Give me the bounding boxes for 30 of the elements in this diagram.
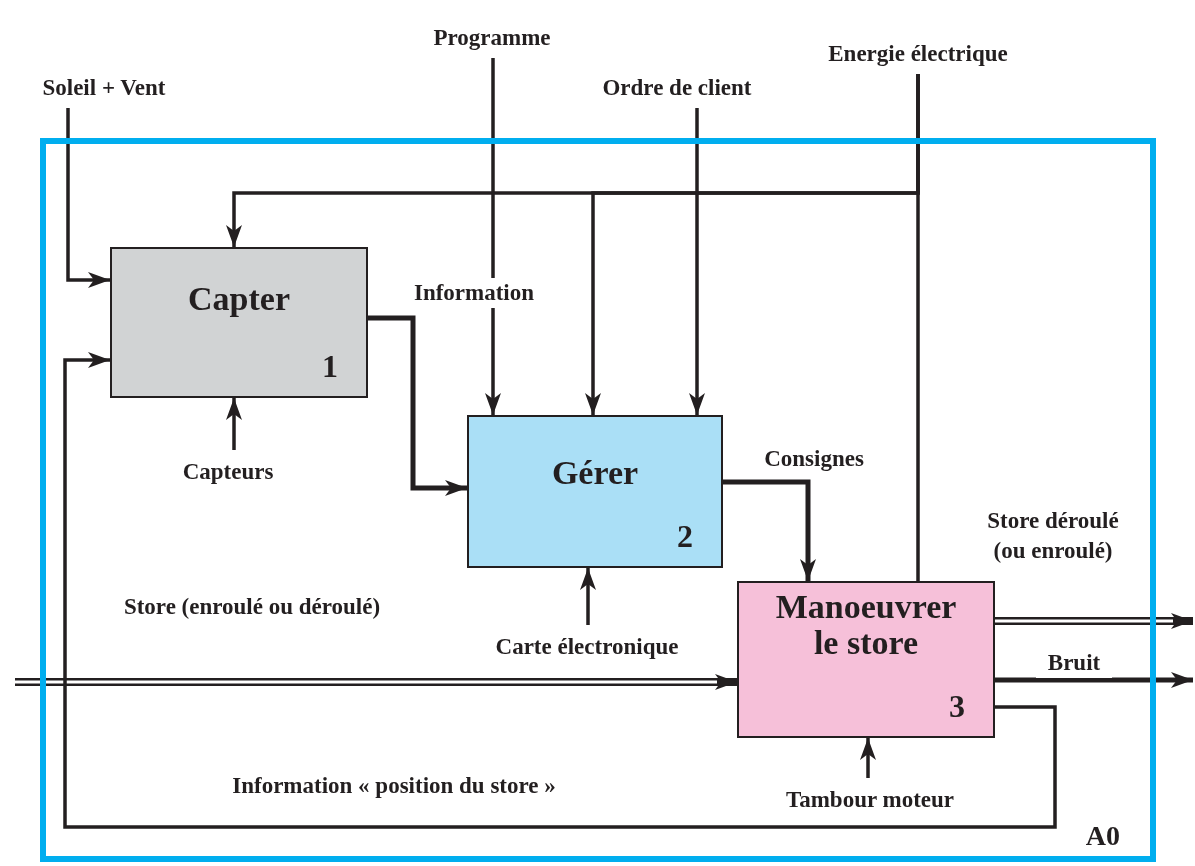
process-box xyxy=(467,415,723,568)
flow-label: Ordre de client xyxy=(575,72,779,102)
arrow xyxy=(860,738,876,778)
flow-label: Energie électrique xyxy=(798,38,1038,68)
flow-label: Capteurs xyxy=(165,456,291,486)
arrow xyxy=(580,568,596,625)
double-arrow xyxy=(15,674,737,690)
diagram-number: A0 xyxy=(1085,822,1120,850)
process-number: 1 xyxy=(322,350,338,382)
arrow xyxy=(689,108,705,415)
process-number: 3 xyxy=(949,690,965,722)
process-box xyxy=(737,581,995,738)
arrow xyxy=(368,315,467,496)
arrow xyxy=(485,58,501,415)
process-box xyxy=(110,247,368,398)
process-title: Capter xyxy=(187,281,291,317)
arrow xyxy=(226,398,242,450)
process-title: Gérer xyxy=(550,455,640,491)
arrow xyxy=(63,352,1057,829)
diagram-frame xyxy=(40,138,1156,862)
flow-label: Tambour moteur xyxy=(756,784,984,814)
arrow xyxy=(995,672,1193,688)
process-number: 2 xyxy=(677,520,693,552)
flow-label: Carte électronique xyxy=(464,631,710,661)
flow-label: Programme xyxy=(410,22,574,52)
arrow xyxy=(723,479,816,581)
process-title: Manoeuvrer le store xyxy=(774,589,958,661)
arrow xyxy=(66,108,110,288)
flow-label: Soleil + Vent xyxy=(18,72,190,102)
double-arrow xyxy=(995,613,1193,629)
